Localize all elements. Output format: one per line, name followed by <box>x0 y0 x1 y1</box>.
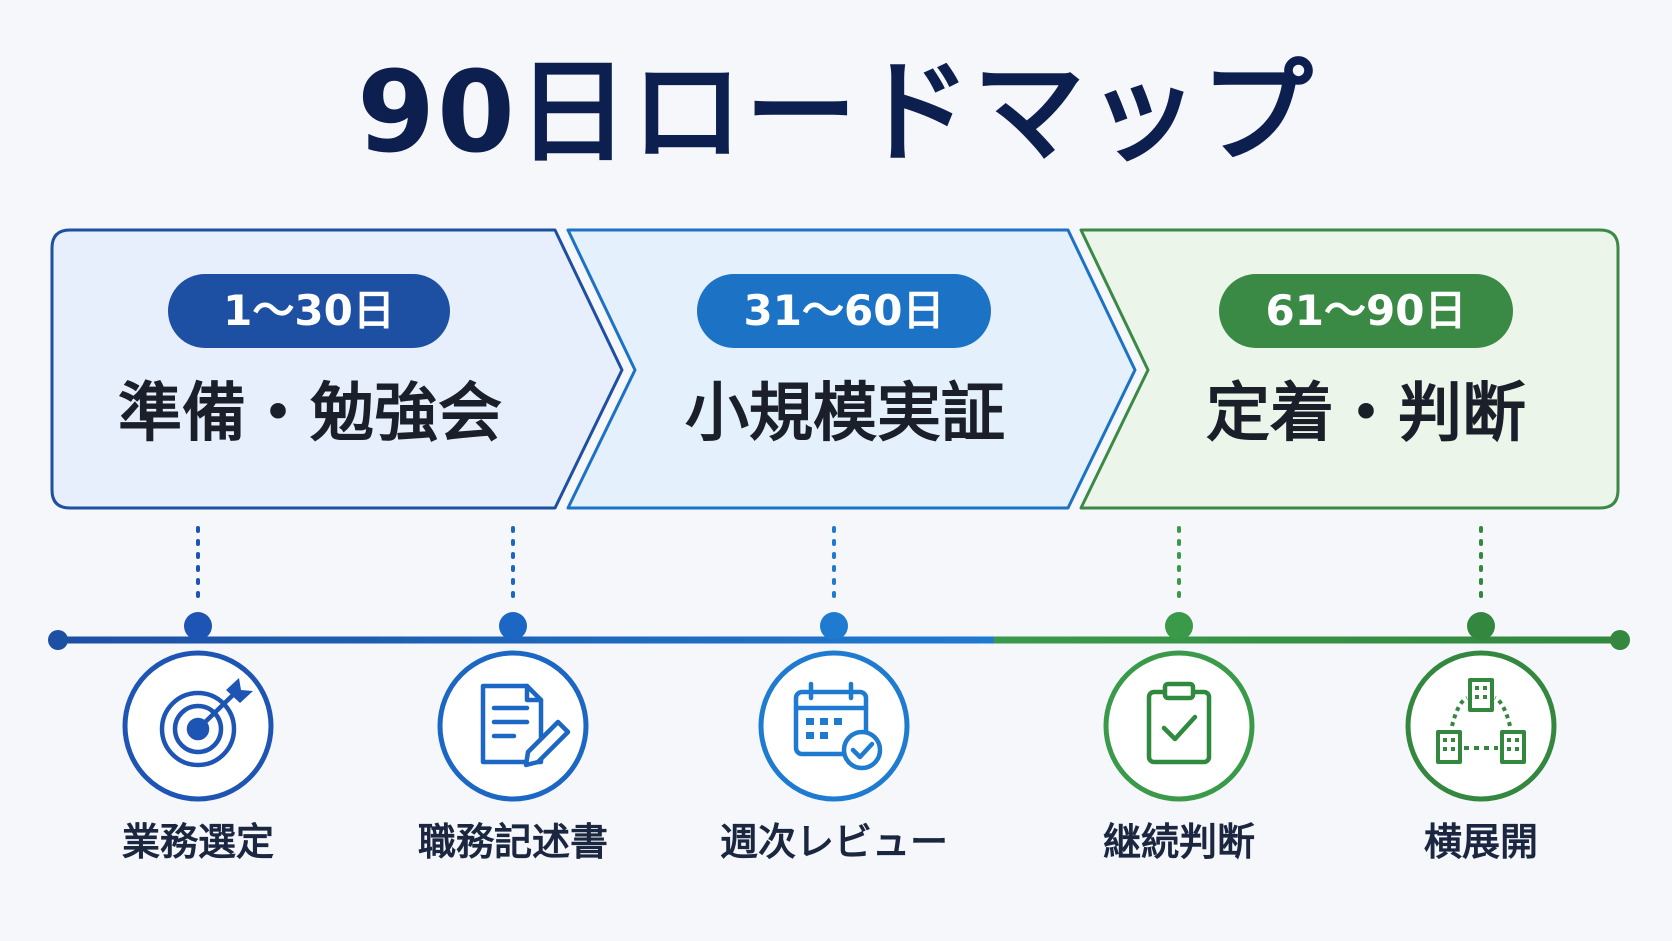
phase-2-range: 31〜60日 <box>697 274 991 348</box>
buildings-network-icon <box>1436 678 1526 764</box>
phase-3-arrow <box>1079 228 1620 510</box>
document-edit-icon <box>480 683 571 768</box>
phase-2-arrow <box>566 228 1137 510</box>
phase-1-range: 1〜30日 <box>168 274 450 348</box>
calendar-check-icon <box>793 681 883 771</box>
phase-1-arrow <box>50 228 624 510</box>
milestone-5 <box>1405 526 1557 802</box>
timeline-end-dot <box>1610 630 1630 650</box>
milestone-4 <box>1103 526 1255 802</box>
milestone-2-label: 職務記述書 <box>417 820 608 864</box>
timeline-start-dot <box>48 630 68 650</box>
milestone-1-label: 業務選定 <box>121 820 274 864</box>
phase-3-range: 61〜90日 <box>1219 274 1513 348</box>
milestone-2 <box>437 526 589 802</box>
target-icon <box>159 678 253 768</box>
phase-3-name: 定着・判断 <box>1206 377 1526 451</box>
milestone-1 <box>122 526 274 802</box>
milestone-3-label: 週次レビュー <box>719 820 948 864</box>
milestone-5-label: 横展開 <box>1423 820 1538 864</box>
phase-2-name: 小規模実証 <box>685 377 1005 451</box>
phase-1-name: 準備・勉強会 <box>118 377 502 451</box>
milestone-3 <box>758 526 910 802</box>
page-title: 90日ロードマップ <box>357 48 1315 178</box>
milestone-4-label: 継続判断 <box>1102 820 1255 864</box>
clipboard-check-icon <box>1146 681 1212 765</box>
